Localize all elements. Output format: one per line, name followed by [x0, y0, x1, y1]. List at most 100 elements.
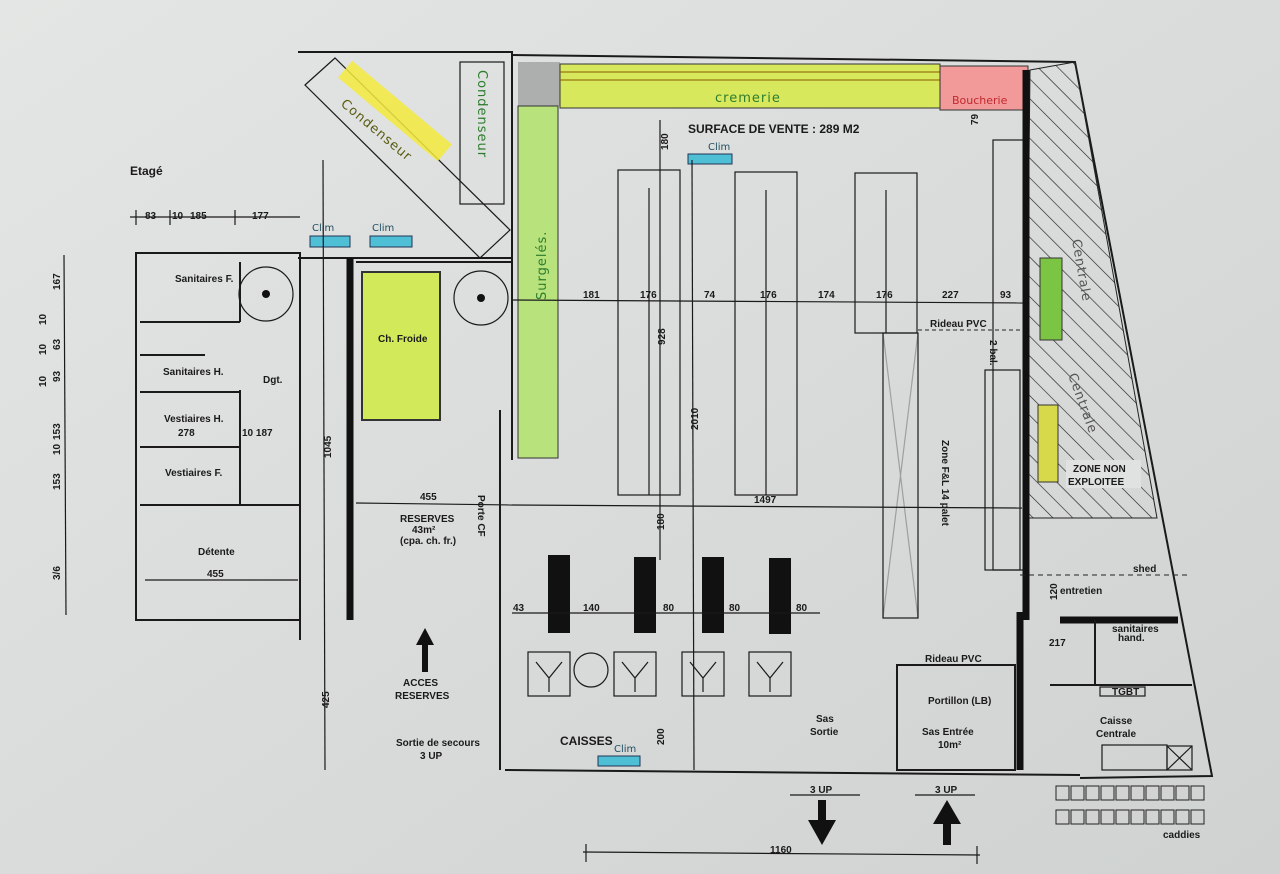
zone-label: Zone F&L 14 palet — [939, 440, 950, 527]
room-label: hand. — [1118, 633, 1145, 644]
boucherie-counter — [939, 65, 1029, 111]
pallet-rack — [882, 332, 1021, 619]
caddie — [1085, 809, 1100, 825]
room-label: Sanitaires H. — [163, 367, 224, 378]
room-label: Vestiaires F. — [165, 468, 222, 479]
caddie — [1070, 809, 1085, 825]
dim-label: 79 — [970, 113, 981, 125]
room-label: Vestiaires H. — [164, 414, 224, 425]
dim-label: 928 — [657, 328, 668, 345]
zone-label: EXPLOITEE — [1068, 477, 1124, 488]
entry-label: RESERVES — [395, 691, 450, 702]
dim-label: 227 — [942, 290, 959, 301]
dim-label: 180 — [660, 133, 671, 150]
caddie — [1130, 809, 1145, 825]
room-label: shed — [1133, 564, 1156, 575]
room-label: Caisse — [1100, 716, 1133, 727]
checkout-lanes: 43 140 80 80 80 CAISSES 200 — [512, 555, 820, 748]
gate-label: Portillon (LB) — [928, 696, 991, 707]
area-label: Sas — [816, 714, 834, 725]
dim-label: 10 187 — [242, 428, 273, 439]
arrow-up-icon — [416, 628, 434, 672]
zone-label: ZONE NON — [1073, 464, 1126, 475]
dim-label: 185 — [190, 211, 207, 222]
arrow-up-icon — [933, 800, 961, 845]
section-label: cremerie — [715, 91, 781, 106]
dim-label: 1160 — [770, 845, 792, 856]
dim-label: 455 — [207, 569, 224, 580]
caddie — [1055, 809, 1070, 825]
dim-label: 153 — [52, 473, 63, 490]
dim-label: 80 — [796, 603, 808, 614]
central-unit-green — [1039, 257, 1063, 341]
surgeles-freezer — [517, 105, 559, 459]
service-rooms: entretien shed 120 217 sanitaires hand. … — [1016, 564, 1193, 771]
dim-label: 278 — [178, 428, 195, 439]
door-label: Porte CF — [475, 495, 486, 537]
caddie — [1085, 785, 1100, 801]
dim-label: 140 — [583, 603, 600, 614]
dim-label: 455 — [420, 492, 437, 503]
exit-width-label: 3 UP — [810, 785, 833, 796]
clim-unit — [309, 235, 351, 248]
clim-unit — [687, 153, 733, 165]
exit-label: Sortie de secours — [396, 738, 480, 749]
dim-label: 177 — [252, 211, 269, 222]
room-label: Centrale — [1096, 729, 1136, 740]
dim-label: 200 — [656, 728, 667, 745]
reserve-area: Ch. Froide 455 RESERVES 43m² (cpa. ch. f… — [355, 261, 513, 770]
dim-label: 10 — [172, 211, 184, 222]
caddies-label: caddies — [1163, 830, 1201, 841]
dim-label: 63 — [52, 338, 63, 350]
dim-label: 174 — [818, 290, 835, 301]
sales-area-title: SURFACE DE VENTE : 289 M2 — [688, 122, 860, 136]
caddie — [1160, 809, 1175, 825]
room-label: Ch. Froide — [378, 334, 428, 345]
dim-label: 176 — [876, 290, 893, 301]
dim-label: 180 — [656, 513, 667, 530]
caddie — [1145, 809, 1160, 825]
room-label: sanitaires — [1112, 624, 1159, 635]
area-label: 10m² — [938, 740, 962, 751]
caddie — [1175, 809, 1190, 825]
dim-label: 3/6 — [52, 566, 63, 580]
dim-label: 10 — [38, 343, 49, 355]
dim-label: 10 — [38, 313, 49, 325]
top-dimension-line: 83 10 185 177 — [130, 210, 300, 225]
area-label: Sortie — [810, 727, 839, 738]
condenser-label: Condenseur — [474, 70, 489, 158]
caddie — [1100, 785, 1115, 801]
room-label: RESERVES — [400, 514, 455, 525]
dim-label: 167 — [52, 273, 63, 290]
sales-floor: cremerie Boucherie Surgelés. SURFACE DE … — [504, 54, 1214, 779]
floor-heading: Etagé — [130, 164, 163, 178]
dim-label: 80 — [729, 603, 741, 614]
dim-label: 153 — [52, 423, 63, 440]
entry-width-label: 3 UP — [935, 785, 958, 796]
caddie — [1100, 809, 1115, 825]
area-label: Sas Entrée — [922, 727, 974, 738]
room-label: Sanitaires F. — [175, 274, 234, 285]
dim-label: 74 — [704, 290, 716, 301]
dim-label: 176 — [760, 290, 777, 301]
dim-label: 43 — [513, 603, 525, 614]
dim-label: 80 — [663, 603, 675, 614]
caddies-area: caddies — [1055, 785, 1205, 841]
entrance-area: Sas Sortie Rideau PVC Portillon (LB) Sas… — [582, 654, 1016, 864]
curtain-label: Rideau PVC — [925, 654, 982, 665]
caddie — [1190, 785, 1205, 801]
caddie — [1175, 785, 1190, 801]
dim-label: 425 — [321, 691, 332, 708]
left-dimension-line: 167 10 63 10 93 10 153 10 153 3/6 — [38, 254, 67, 616]
dim-label: 10 — [52, 443, 63, 455]
dim-label: 1045 — [323, 435, 334, 458]
room-label: entretien — [1060, 586, 1102, 597]
dim-label: 10 — [38, 375, 49, 387]
area-label: CAISSES — [560, 734, 613, 748]
room-label: Dgt. — [263, 375, 283, 386]
dim-label: 93 — [1000, 290, 1012, 301]
dim-label: 1497 — [754, 495, 777, 506]
dim-label: 83 — [145, 211, 157, 222]
clim-unit — [597, 755, 641, 767]
